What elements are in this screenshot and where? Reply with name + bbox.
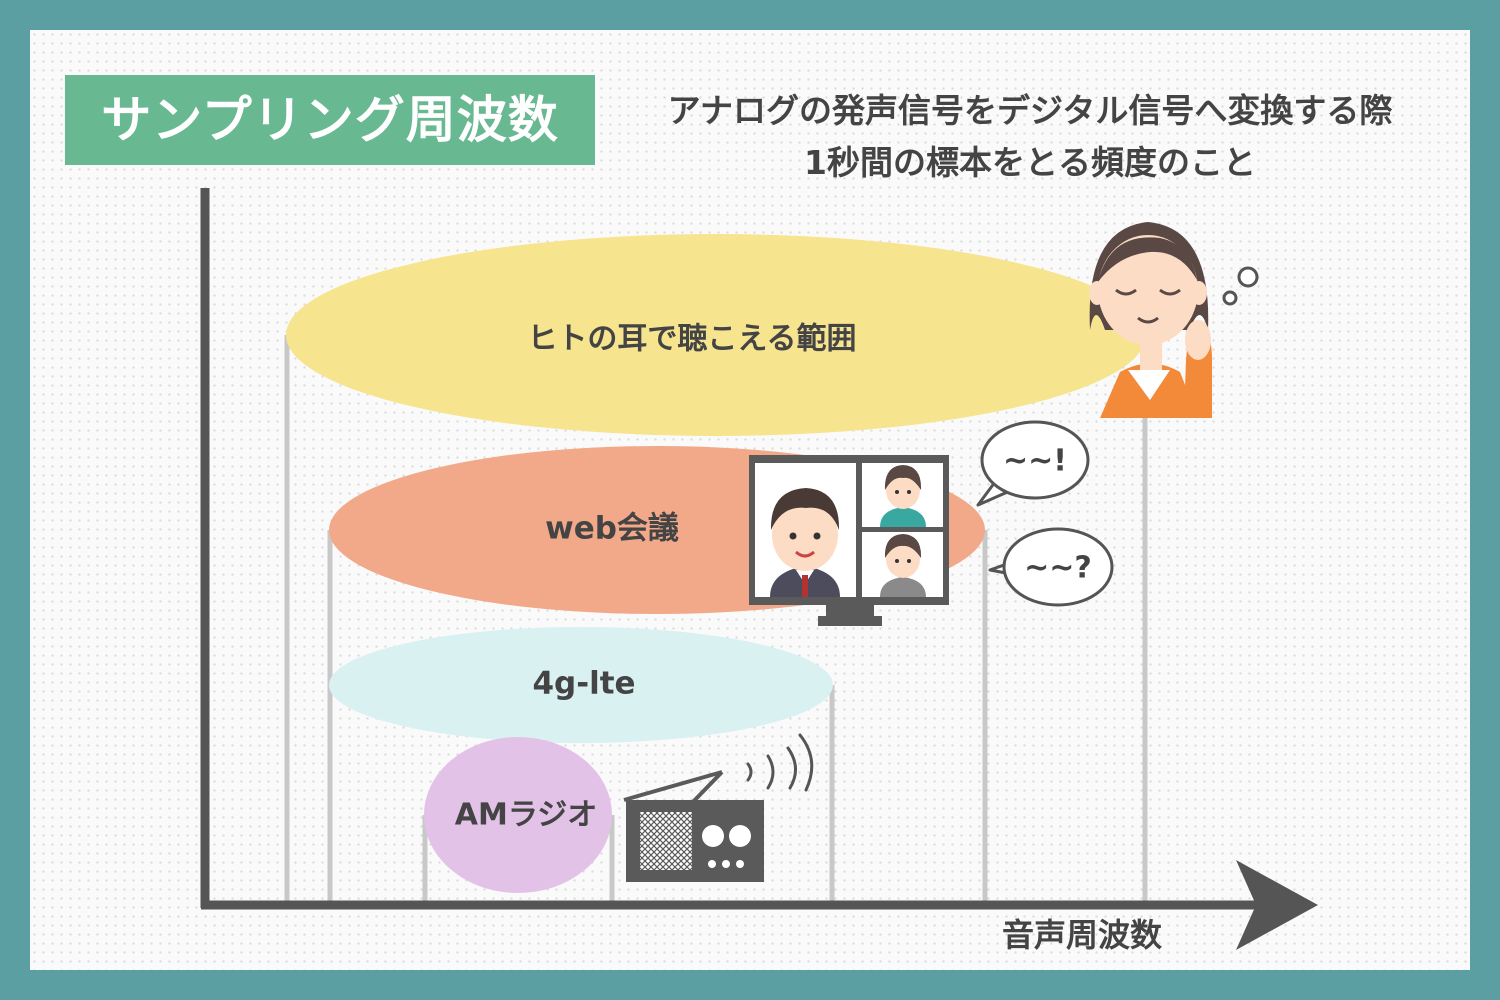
am-radio-range-ellipse <box>424 737 612 893</box>
monitor-video-call-icon <box>749 455 949 626</box>
x-axis-label: 音声周波数 <box>1002 916 1163 954</box>
x-axis-arrow-icon <box>1236 860 1318 950</box>
lte-range-ellipse <box>329 627 833 743</box>
web-meeting-range-label: web会議 <box>545 511 679 547</box>
speech-bubble-exclaim-text: ~~! <box>1003 444 1067 479</box>
speech-bubble-exclaim: ~~! <box>976 420 1090 507</box>
axes <box>200 188 1318 950</box>
hearing-range-label: ヒトの耳で聴こえる範囲 <box>527 322 856 357</box>
description-line-2: 1秒間の標本をとる頻度のこと <box>804 143 1256 182</box>
signal-waves-icon <box>746 733 814 792</box>
am-radio-range-label: AMラジオ <box>455 798 597 833</box>
speech-bubble-question-text: ~~? <box>1024 551 1092 586</box>
speech-bubble-question: ~~? <box>988 527 1114 607</box>
title-badge: サンプリング周波数 <box>65 75 595 165</box>
lte-range-label: 4g-lte <box>532 666 635 702</box>
title-text: サンプリング周波数 <box>101 91 559 149</box>
sleepy-woman-icon <box>1089 222 1259 418</box>
hearing-range-ellipse <box>286 234 1146 436</box>
description-line-1: アナログの発声信号をデジタル信号へ変換する際 <box>667 91 1393 130</box>
range-guide-lines <box>284 335 1148 905</box>
radio-icon <box>623 770 764 882</box>
